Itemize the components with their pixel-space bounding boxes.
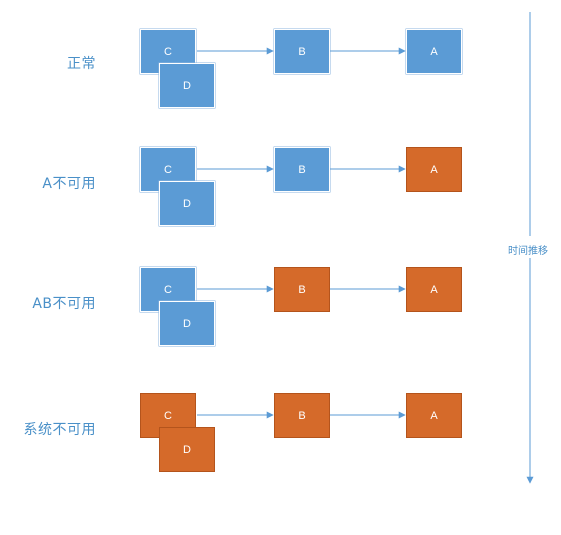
row-label-system-unavailable: 系统不可用 bbox=[23, 422, 96, 438]
node-d: D bbox=[159, 301, 215, 346]
node-d: D bbox=[159, 63, 215, 108]
time-axis-label: 时间推移 bbox=[508, 246, 548, 257]
node-b: B bbox=[274, 147, 330, 192]
node-a: A bbox=[406, 147, 462, 192]
node-a: A bbox=[406, 393, 462, 438]
node-a: A bbox=[406, 267, 462, 312]
node-d: D bbox=[159, 181, 215, 226]
row-label-ab-unavailable: AB不可用 bbox=[32, 296, 96, 312]
row-label-normal: 正常 bbox=[67, 56, 96, 72]
node-a: A bbox=[406, 29, 462, 74]
node-b: B bbox=[274, 267, 330, 312]
node-b: B bbox=[274, 29, 330, 74]
node-b: B bbox=[274, 393, 330, 438]
row-label-a-unavailable: A不可用 bbox=[42, 176, 96, 192]
node-d: D bbox=[159, 427, 215, 472]
